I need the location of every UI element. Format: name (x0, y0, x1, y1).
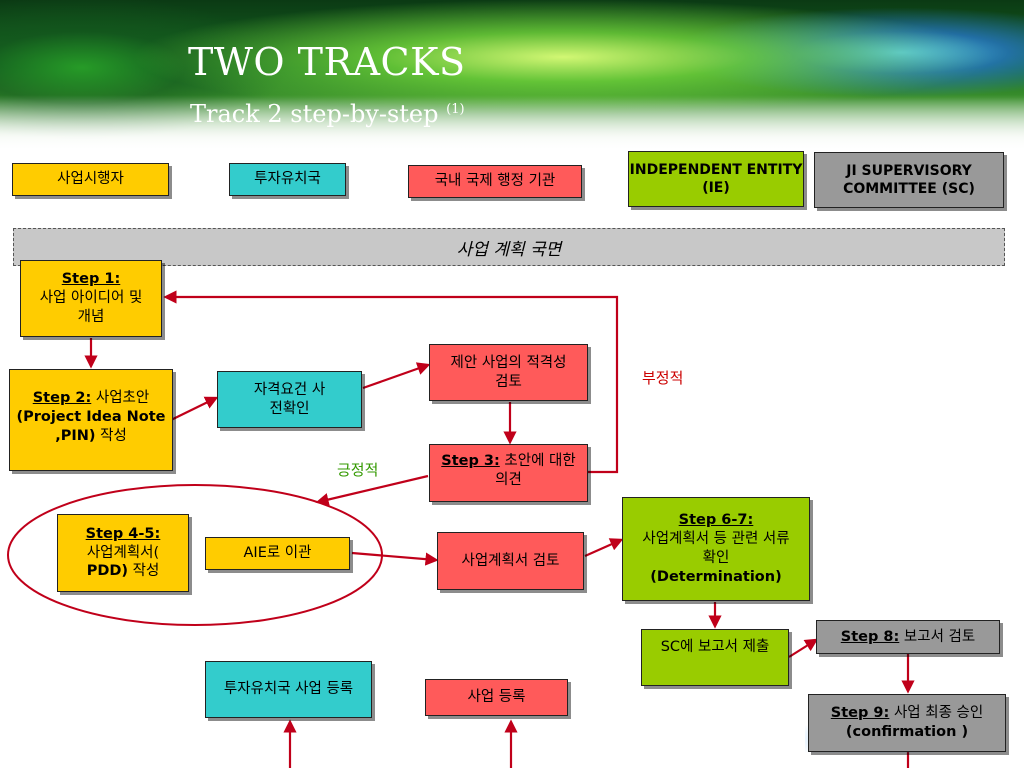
step3-label: Step 3: (441, 453, 500, 469)
step2-text-a: 사업초안 (95, 390, 150, 406)
page-title: TWO TRACKS (188, 40, 466, 84)
step2-label: Step 2: (32, 390, 92, 406)
step45-text-c: 작성 (132, 563, 160, 580)
step2-text-c: 작성 (100, 427, 127, 444)
eligibility-box: 자격요건 사전확인 (217, 371, 362, 428)
phase-banner-label: 사업 계획 국면 (456, 239, 562, 260)
step45-text-a: 사업계획서( (86, 544, 160, 561)
subtitle-text: Track 2 step-by-step (190, 100, 439, 128)
pdd-review-text: 사업계획서 검토 (461, 552, 560, 569)
step1-text: 사업 아이디어 및 개념 (39, 290, 143, 325)
legend-ie-label: INDEPENDENT ENTITY (IE) (629, 161, 803, 196)
step67-label: Step 6-7: (678, 512, 754, 529)
note-negative: 부정적 (642, 369, 684, 387)
aie-box: AIE로 이관 (205, 537, 350, 570)
step45-text-b: PDD) (86, 563, 129, 580)
step9-text: 사업 최종 승인 (893, 705, 984, 721)
step45-line3: PDD) 작성 (87, 562, 160, 581)
legend-investment-label: 투자유치국 (254, 171, 321, 188)
page-subtitle: Track 2 step-by-step (1) (190, 100, 465, 128)
step67-box: Step 6-7: 사업계획서 등 관련 서류 확인 (Determinatio… (622, 497, 810, 601)
legend-authority-label: 국내 국제 행정 기관 (434, 173, 556, 190)
arrow-screport-to-step8 (788, 638, 819, 658)
aie-text-a: AIE (243, 545, 267, 561)
note-positive: 긍정적 (337, 461, 379, 479)
subtitle-sup: (1) (446, 102, 465, 117)
sc-report-text-b: 에 보고서 제출 (680, 639, 770, 655)
step9-label: Step 9: (830, 705, 890, 721)
pdd-review-box: 사업계획서 검토 (437, 532, 584, 590)
step3-text: 초안에 대한 의견 (495, 453, 576, 488)
step1-box: Step 1: 사업 아이디어 및 개념 (20, 260, 162, 337)
step9-text-b: (confirmation ) (845, 723, 969, 740)
phase-banner: 사업 계획 국면 (13, 228, 1005, 266)
sc-report-box: SC에 보고서 제출 (641, 629, 789, 686)
legend-authority: 국내 국제 행정 기관 (408, 165, 582, 198)
step1-label: Step 1: (61, 271, 121, 288)
step45-box: Step 4-5: 사업계획서( PDD) 작성 (57, 514, 189, 592)
investment-register-text: 투자유치국 사업 등록 (223, 681, 354, 698)
register-text: 사업 등록 (467, 689, 526, 706)
review-text: 제안 사업의 적격성 검토 (450, 354, 567, 390)
step67-text-b: (Determination) (650, 568, 782, 585)
legend-sc: JI SUPERVISORY COMMITTEE (SC) (814, 152, 1004, 208)
arrow-step2-to-eligibility (170, 396, 219, 421)
step3-box: Step 3: 초안에 대한 의견 (429, 444, 588, 502)
step9-box: Step 9: 사업 최종 승인 (confirmation ) (808, 694, 1006, 752)
review-box: 제안 사업의 적격성 검토 (429, 344, 588, 401)
arrow-aie-to-pddreview (351, 551, 439, 566)
aie-text-b: 로 이관 (266, 545, 312, 561)
step45-label: Step 4-5: (85, 525, 161, 542)
sc-report-text-a: SC (660, 639, 681, 655)
legend-sc-label: JI SUPERVISORY COMMITTEE (SC) (843, 162, 975, 197)
eligibility-text: 자격요건 사전확인 (253, 381, 326, 417)
legend-ie: INDEPENDENT ENTITY (IE) (628, 151, 804, 207)
legend-developer: 사업시행자 (12, 163, 169, 196)
step8-box: Step 8: 보고서 검토 (816, 620, 1000, 654)
step2-box: Step 2: 사업초안 (Project Idea Note ,PIN) 작성 (9, 369, 173, 471)
step2-text-b: (Project Idea Note ,PIN) (16, 408, 166, 444)
arrow-pddreview-to-step67 (584, 538, 624, 558)
step67-text: 사업계획서 등 관련 서류 확인 (642, 531, 790, 566)
legend-investment: 투자유치국 (229, 163, 346, 196)
step8-label: Step 8: (840, 629, 900, 645)
arrow-eligibility-to-review (362, 362, 431, 390)
investment-register-box: 투자유치국 사업 등록 (205, 661, 372, 718)
header-fade (0, 95, 1024, 155)
step8-text: 보고서 검토 (903, 629, 976, 645)
register-box: 사업 등록 (425, 679, 568, 716)
legend-developer-label: 사업시행자 (57, 171, 124, 188)
